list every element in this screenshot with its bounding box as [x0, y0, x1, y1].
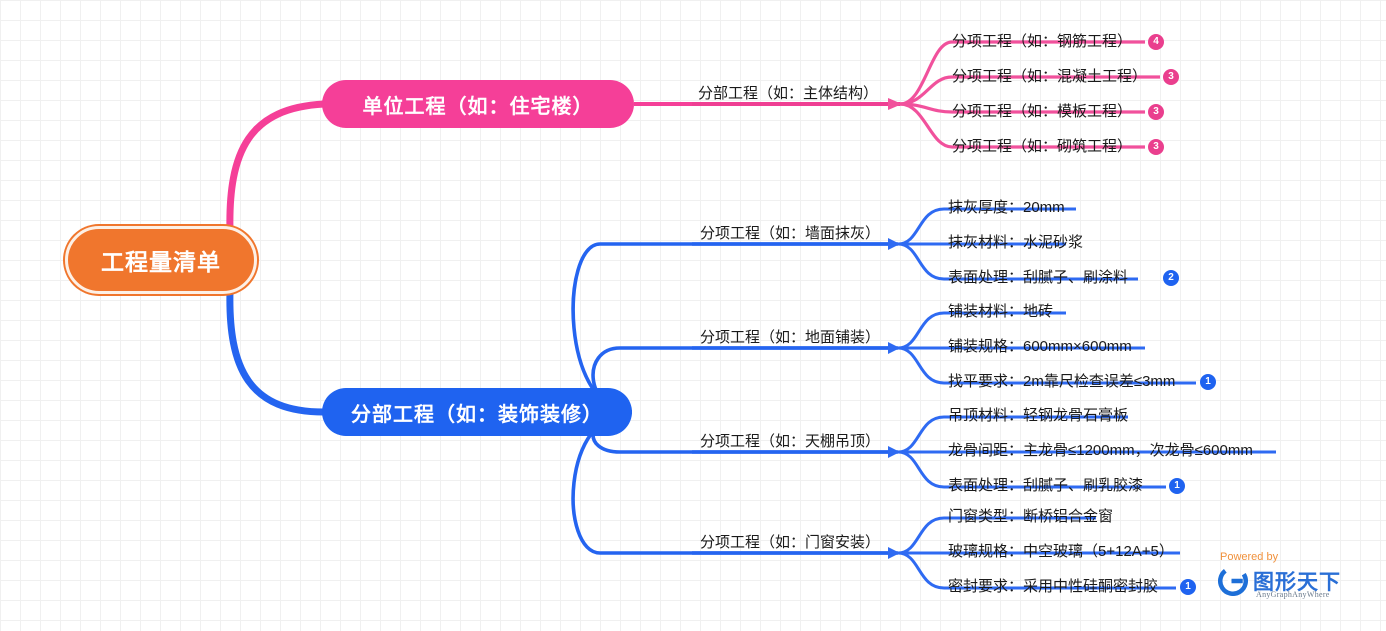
- leaf-label-paving-size[interactable]: 铺装规格：600mm×600mm: [948, 338, 1132, 355]
- leaf-label-keel-spacing[interactable]: 龙骨间距：主龙骨≤1200mm，次龙骨≤600mm: [948, 442, 1253, 459]
- leaf-label-plaster-surface[interactable]: 表面处理：刮腻子、刷涂料: [948, 269, 1129, 286]
- watermark-brand-cn: 图形天下: [1253, 571, 1341, 594]
- branch-node-sub-engineering[interactable]: 分部工程（如：装饰装修）: [322, 388, 632, 436]
- badge-concrete[interactable]: 3: [1163, 69, 1179, 85]
- leaf-label-masonry[interactable]: 分项工程（如：砌筑工程）: [952, 138, 1133, 155]
- leaf-label-paving-material[interactable]: 铺装材料：地砖: [948, 303, 1054, 320]
- leaf-label-ceiling-surface[interactable]: 表面处理：刮腻子、刷乳胶漆: [948, 477, 1144, 494]
- leaf-label-plaster-material[interactable]: 抹灰材料：水泥砂浆: [948, 234, 1084, 251]
- node-label-door-window[interactable]: 分项工程（如：门窗安装）: [700, 534, 881, 551]
- node-label-main-structure[interactable]: 分部工程（如：主体结构）: [698, 85, 879, 102]
- brand-logo-icon: [1218, 566, 1248, 596]
- leaf-label-seal-requirement[interactable]: 密封要求：采用中性硅酮密封胶: [948, 578, 1159, 595]
- leaf-label-formwork[interactable]: 分项工程（如：模板工程）: [952, 103, 1133, 120]
- branch-node-unit-engineering[interactable]: 单位工程（如：住宅楼）: [322, 80, 634, 128]
- badge-formwork[interactable]: 3: [1148, 104, 1164, 120]
- watermark-powered-by-text: Powered by: [1220, 551, 1279, 563]
- leaf-label-window-type[interactable]: 门窗类型：断桥铝合金窗: [948, 508, 1114, 525]
- leaf-label-rebar[interactable]: 分项工程（如：钢筋工程）: [952, 33, 1133, 50]
- leaf-label-paving-flatness[interactable]: 找平要求：2m靠尺检查误差≤3mm: [948, 373, 1176, 390]
- leaf-label-glass-spec[interactable]: 玻璃规格：中空玻璃（5+12A+5）: [948, 543, 1174, 560]
- watermark: Powered by 图形天下 AnyGraphAnyWhere: [1218, 551, 1378, 607]
- node-label-wall-plaster[interactable]: 分项工程（如：墙面抹灰）: [700, 225, 881, 242]
- node-label-ceiling[interactable]: 分项工程（如：天棚吊顶）: [700, 433, 881, 450]
- watermark-brand-en: AnyGraphAnyWhere: [1256, 590, 1330, 599]
- root-node[interactable]: 工程量清单: [65, 226, 257, 294]
- badge-ceiling-surface[interactable]: 1: [1169, 478, 1185, 494]
- leaf-label-concrete[interactable]: 分项工程（如：混凝土工程）: [952, 68, 1148, 85]
- badge-masonry[interactable]: 3: [1148, 139, 1164, 155]
- leaf-label-ceiling-material[interactable]: 吊顶材料：轻钢龙骨石膏板: [948, 407, 1129, 424]
- badge-paving-flatness[interactable]: 1: [1200, 374, 1216, 390]
- badge-seal-requirement[interactable]: 1: [1180, 579, 1196, 595]
- badge-plaster-surface[interactable]: 2: [1163, 270, 1179, 286]
- badge-rebar[interactable]: 4: [1148, 34, 1164, 50]
- leaf-label-plaster-thickness[interactable]: 抹灰厚度：20mm: [948, 199, 1065, 216]
- node-label-floor-paving[interactable]: 分项工程（如：地面铺装）: [700, 329, 881, 346]
